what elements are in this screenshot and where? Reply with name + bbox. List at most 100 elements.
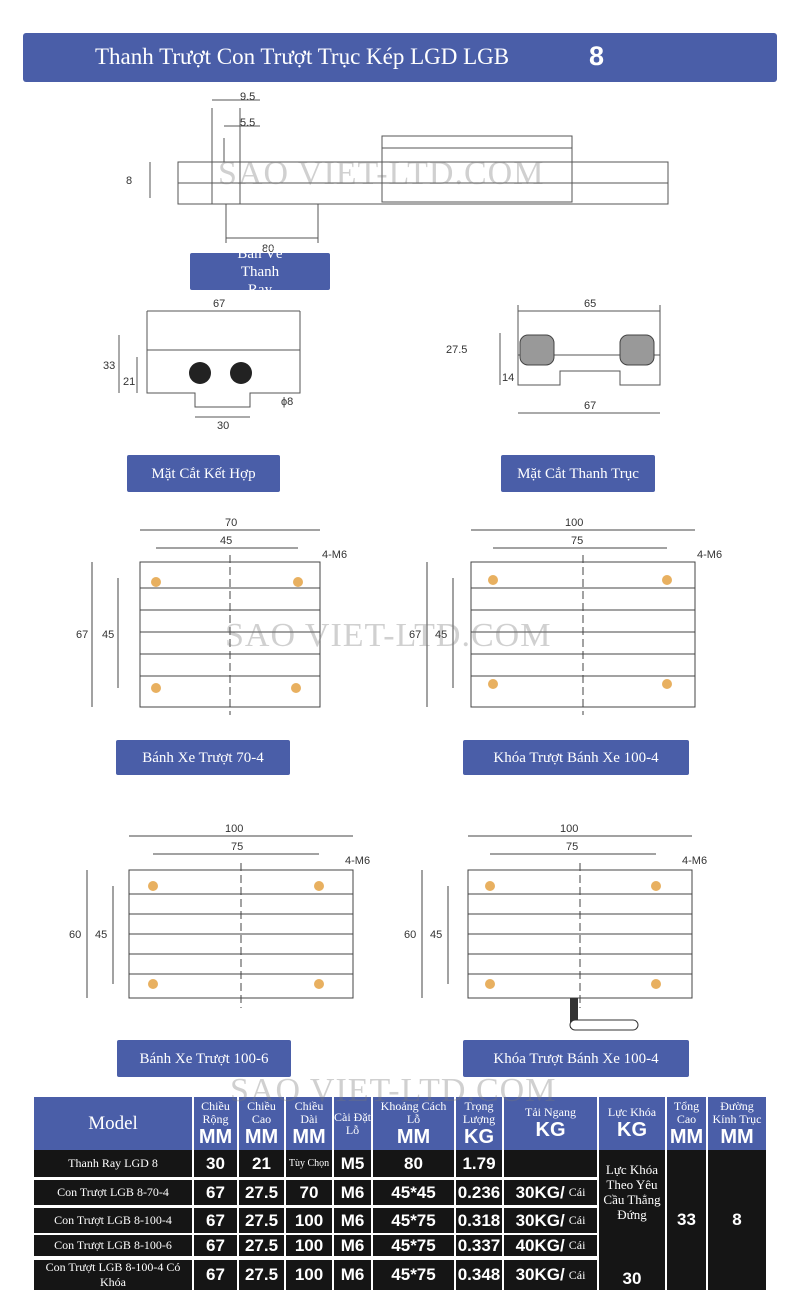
header-label: Khoảng Cách Lỗ [380,1098,447,1126]
hole-spec: 4-M6 [697,549,722,561]
total-height-value: 33 [677,1210,696,1229]
dim-phi8: ϕ8 [281,396,293,408]
lock-force-note: Lực Khóa Theo Yêu Cầu Thẳng Đứng [603,1162,661,1222]
total-height-cell: 33 [667,1150,706,1290]
header-unit: MM [244,1125,279,1148]
cell-value: 45*45 [391,1182,436,1202]
dim-65: 65 [584,298,596,310]
cell-value: 100 [294,1210,324,1230]
cell-value: 67 [206,1182,225,1202]
dim-inner-height: 45 [430,929,442,941]
label-combined-section: Mặt Cắt Kết Hợp [127,455,280,492]
rail-drawing: 9.5 5.5 8 80 [126,91,669,253]
header-label: Đường Kính Trục [712,1098,762,1126]
cell-value: 45*75 [391,1235,436,1255]
value-cell: 45*75 [373,1260,454,1290]
cell-value: 100 [294,1235,324,1255]
header-label: Trọng Lượng [462,1098,496,1126]
cell-value: M5 [340,1153,365,1173]
plate-drawing-100-4: 100 75 67 45 4-M6 [409,517,722,715]
cell-value: Tùy Chọn [288,1158,330,1169]
dim-inner-height: 45 [435,629,447,641]
shaft-section-drawing: 65 27.5 14 67 [446,298,661,414]
value-cell: 27.5 [239,1235,284,1256]
header-unit: MM [720,1125,754,1148]
cell-value: 21 [252,1153,271,1173]
header-unit: MM [669,1125,704,1148]
shaft-diameter-cell: 8 [708,1150,766,1290]
cell-value: 0.348 [457,1265,501,1284]
plate-drawing-100-6: 100 75 60 45 4-M6 [69,823,370,1008]
value-cell: 67 [194,1260,237,1290]
label-rail-drawing: Bản Vẽ Thanh Ray [190,246,330,298]
dim-80: 80 [262,243,274,253]
cell-value: 27.5 [244,1235,279,1255]
header-label: Model [88,1113,138,1134]
dim-67: 67 [213,298,225,310]
cell-value: 1.79 [462,1153,496,1173]
value-cell: M6 [334,1180,371,1205]
header-unit: MM [396,1125,431,1148]
load-cell: 30KG/Cái [504,1208,597,1233]
model-name: Con Trượt LGB 8-100-6 [54,1238,172,1252]
value-cell: 21 [239,1150,284,1177]
header-label: Chiều Cao [247,1098,276,1126]
header-unit: MM [292,1125,326,1148]
title-banner: Thanh Trượt Con Trượt Trục Kép LGD LGB 8 [23,33,777,82]
value-cell: 0.337 [456,1235,502,1256]
cell-value: 27.5 [244,1182,279,1202]
value-cell: 67 [194,1180,237,1205]
header-unit: KG [464,1125,494,1148]
header-unit: MM [198,1125,233,1148]
value-cell: Tùy Chọn [286,1150,332,1177]
cell-value: 0.318 [457,1210,501,1230]
watermark: SAO VIET-LTD.COM [218,155,545,192]
lock-lever-icon [569,998,639,1031]
dim-inner-height: 45 [95,929,107,941]
load-value: 40KG/ [515,1235,565,1255]
cell-value: 100 [294,1265,324,1284]
header-unit: KG [617,1119,647,1141]
header-label: Tổng Cao [673,1098,700,1126]
cell-value: 30 [206,1153,225,1173]
lock-plate-drawing-100-4: 100 75 60 45 4-M6 [404,823,707,1031]
load-cell: 30KG/Cái [504,1260,597,1290]
dim-height: 67 [409,629,421,641]
cell-value: 70 [299,1182,319,1202]
header-label: Tải Ngang [525,1105,576,1119]
value-cell: M6 [334,1208,371,1233]
model-name: Con Trượt LGB 8-70-4 [57,1185,169,1199]
dim-9-5: 9.5 [240,91,255,103]
size-number: 8 [589,41,605,71]
load-cell [504,1150,597,1177]
model-name: Con Trượt LGB 8-100-4 Có Khóa [45,1260,181,1289]
dim-inner: 75 [566,841,578,853]
combined-section-drawing: 67 33 21 30 ϕ8 [103,298,301,432]
header-label: Lực Khóa [607,1105,657,1119]
dim-inner: 75 [231,841,243,853]
cell-value: 0.236 [457,1182,501,1202]
header-label: Cài Đặt Lỗ [334,1109,371,1137]
dim-width: 70 [225,517,237,529]
model-name: Thanh Ray LGD 8 [68,1156,158,1170]
model-cell: Con Trượt LGB 8-70-4 [34,1180,192,1205]
dim-height: 67 [76,629,88,641]
cell-value: 67 [206,1210,225,1230]
value-cell: 0.348 [456,1260,502,1290]
cell-value: 45*75 [391,1210,436,1230]
dim-width: 100 [560,823,578,835]
value-cell: 45*45 [373,1180,454,1205]
value-cell: M5 [334,1150,371,1177]
hole-spec: 4-M6 [322,549,347,561]
value-cell: 67 [194,1235,237,1256]
dim-height: 60 [69,929,81,941]
watermark: SAO VIET-LTD.COM [230,1072,557,1109]
